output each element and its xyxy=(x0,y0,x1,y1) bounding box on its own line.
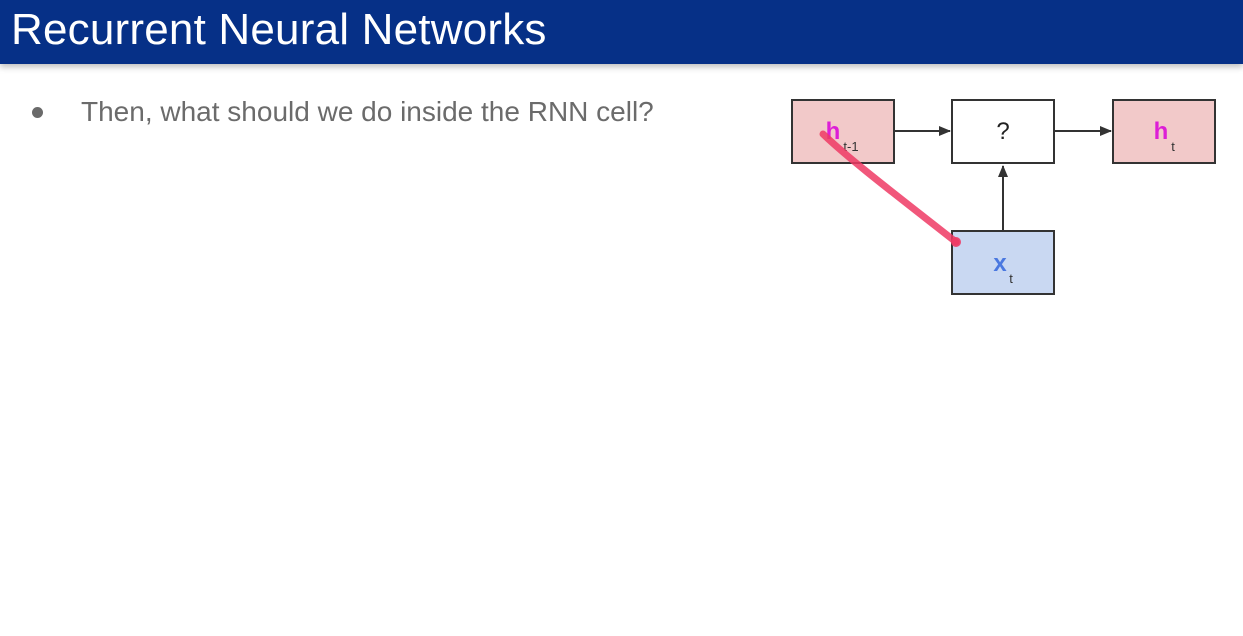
node-h-prev: h t-1 xyxy=(791,99,895,164)
node-h-prev-subscript: t-1 xyxy=(843,139,858,154)
slide-title: Recurrent Neural Networks xyxy=(11,5,547,54)
bullet-text: Then, what should we do inside the RNN c… xyxy=(81,96,654,127)
node-rnn-cell-label: ? xyxy=(996,118,1009,145)
pen-annotation-stroke xyxy=(819,130,960,246)
bullet-item: Then, what should we do inside the RNN c… xyxy=(32,94,654,130)
node-x-t-label: x xyxy=(993,250,1007,277)
node-x-t-subscript: t xyxy=(1009,271,1013,286)
node-h-t-subscript: t xyxy=(1171,139,1175,154)
node-h-t: h t xyxy=(1112,99,1216,164)
node-rnn-cell: ? xyxy=(951,99,1055,164)
pen-annotation-endpoint xyxy=(951,237,961,247)
node-x-t: x t xyxy=(951,230,1055,295)
node-h-t-label: h xyxy=(1154,118,1169,145)
title-bar: Recurrent Neural Networks xyxy=(0,0,1243,64)
bullet-dot-icon xyxy=(32,106,43,118)
